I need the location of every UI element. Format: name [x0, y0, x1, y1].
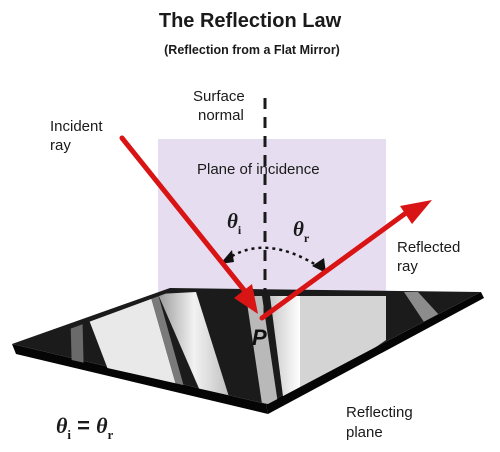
mirror-side-right	[266, 292, 484, 414]
incident-ray	[119, 135, 258, 314]
incident-ray-arrowhead	[234, 284, 258, 314]
reflected-ray	[259, 200, 432, 321]
diagram-subtitle: (Reflection from a Flat Mirror)	[164, 43, 340, 57]
reflecting-plane-label: Reflecting	[346, 404, 413, 421]
reflection-law-equation: θi = θr	[56, 413, 114, 442]
reflecting-plane	[12, 288, 484, 414]
incident-ray-line	[119, 135, 247, 293]
mirror-stripe	[158, 292, 230, 400]
point-p-label: P	[252, 325, 267, 350]
reflected-ray-label: Reflected	[397, 239, 460, 256]
surface-normal-label-line2: normal	[198, 107, 244, 124]
mirror-side-left	[12, 344, 268, 414]
mirror-stripe	[404, 292, 440, 322]
plane-of-incidence-label: Plane of incidence	[197, 161, 320, 178]
surface-normal-label: Surface	[193, 88, 245, 105]
reflecting-plane-label-line2: plane	[346, 424, 383, 441]
incident-ray-label: Incident	[50, 118, 103, 135]
mirror-stripe	[86, 294, 178, 392]
incident-ray-label-line2: ray	[50, 137, 71, 154]
reflected-ray-label-line2: ray	[397, 258, 418, 275]
angle-arc-path	[225, 246, 322, 270]
reflected-ray-line	[259, 207, 413, 321]
mirror-stripe	[246, 296, 278, 404]
diagram-title: The Reflection Law	[159, 10, 342, 32]
reflected-ray-arrowhead	[400, 200, 432, 224]
mirror-stripe	[150, 294, 186, 394]
theta-i-label: θi	[227, 209, 242, 237]
theta-r-label: θr	[293, 217, 310, 245]
mirror-stripe	[270, 296, 300, 404]
angle-arc-arrowhead-right	[312, 258, 326, 273]
mirror-stripe	[300, 296, 386, 400]
